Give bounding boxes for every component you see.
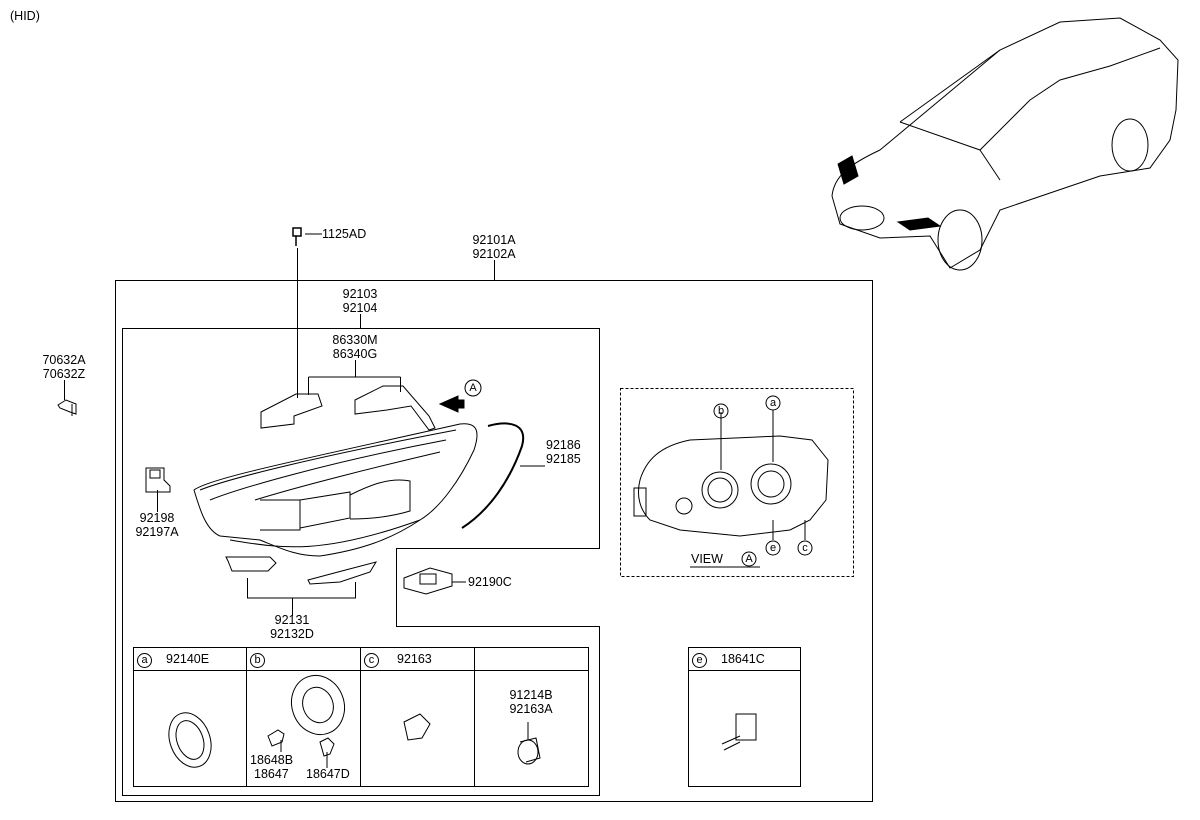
view-callout-a: a xyxy=(769,397,777,409)
bracket-right-icon xyxy=(354,385,436,431)
view-a-box xyxy=(620,388,854,577)
view-callout-e: e xyxy=(769,542,777,554)
bulb-cap-icon xyxy=(168,712,212,768)
bulb-d-icon xyxy=(319,737,335,768)
lamp-cover-icon xyxy=(291,674,345,736)
ballast-icon xyxy=(403,567,453,595)
lower-bracket-left-icon xyxy=(225,556,277,572)
view-label: VIEW xyxy=(691,552,723,566)
view-callout-c: c xyxy=(802,542,808,554)
part-label-ballast[interactable]: 92190C xyxy=(468,575,512,589)
socket-icon xyxy=(403,713,431,741)
sleeve-icon xyxy=(517,739,539,765)
table-header-b: b xyxy=(250,652,271,668)
trim-strip-icon xyxy=(461,422,525,529)
headlamp-drawing xyxy=(193,423,478,557)
e-table xyxy=(688,647,801,787)
car-drawing xyxy=(831,17,1179,271)
assembly-box xyxy=(115,280,873,802)
part-label-18647d[interactable]: 18647D xyxy=(306,767,350,781)
clip-icon xyxy=(57,399,77,416)
bulb-icon xyxy=(267,729,285,752)
lower-bracket-right-icon xyxy=(307,561,378,585)
screw-icon xyxy=(292,227,302,246)
part-label-screw[interactable]: 1125AD xyxy=(322,227,367,241)
view-arrow-icon xyxy=(438,395,465,413)
view-callout-b: b xyxy=(717,405,725,417)
variant-label: (HID) xyxy=(10,9,40,23)
actuator-icon xyxy=(145,467,171,493)
view-label-marker: A xyxy=(745,553,753,565)
lamp-box xyxy=(122,328,600,796)
igniter-icon xyxy=(721,713,757,751)
bracket-left-icon xyxy=(260,393,323,429)
view-a-drawing xyxy=(633,395,829,568)
view-marker: A xyxy=(469,382,477,394)
